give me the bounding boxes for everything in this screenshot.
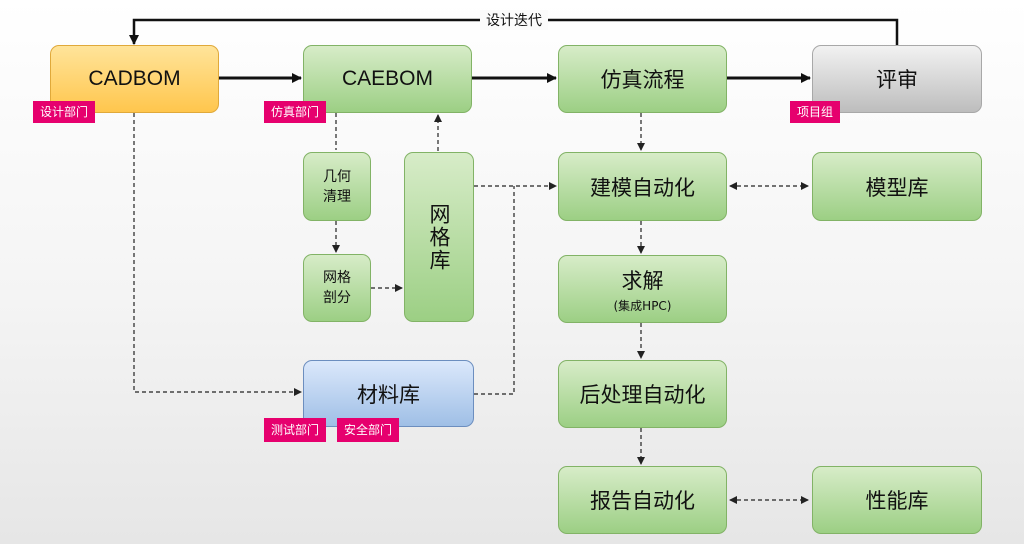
sim-dept-tag: 仿真部门 xyxy=(264,101,327,123)
review-node[interactable]: 评审 xyxy=(812,45,982,113)
solve-node[interactable]: 求解 (集成HPC) xyxy=(558,255,727,323)
mesh-library-node[interactable]: 网格库 xyxy=(404,152,474,322)
solve-label: 求解 xyxy=(621,268,664,293)
material-library-label: 材料库 xyxy=(357,382,420,407)
solve-sublabel: (集成HPC) xyxy=(613,298,672,313)
mesh-library-label: 网格库 xyxy=(427,202,451,272)
edge-material-modeling xyxy=(474,186,515,395)
geometry-cleanup-node[interactable]: 几何 清理 xyxy=(303,152,371,221)
sim-flow-node[interactable]: 仿真流程 xyxy=(558,45,727,113)
performance-library-label: 性能库 xyxy=(865,489,929,513)
review-label: 评审 xyxy=(876,68,918,92)
cadbom-label: CADBOM xyxy=(88,67,181,90)
edge-cadbom-material xyxy=(133,113,302,396)
report-automation-label: 报告自动化 xyxy=(590,489,695,513)
postprocess-automation-node[interactable]: 后处理自动化 xyxy=(558,360,727,428)
report-automation-node[interactable]: 报告自动化 xyxy=(558,466,727,534)
mesh-partition-node[interactable]: 网格 剖分 xyxy=(303,254,371,322)
design-iteration-label: 设计迭代 xyxy=(480,10,548,30)
caebom-label: CAEBOM xyxy=(341,67,433,90)
performance-library-node[interactable]: 性能库 xyxy=(812,466,982,534)
caebom-node[interactable]: CAEBOM xyxy=(303,45,472,113)
mesh-partition-label: 网格 剖分 xyxy=(323,270,351,306)
project-team-tag: 项目组 xyxy=(790,101,841,123)
sim-flow-label: 仿真流程 xyxy=(600,68,685,92)
model-library-node[interactable]: 模型库 xyxy=(812,152,982,221)
modeling-automation-node[interactable]: 建模自动化 xyxy=(558,152,727,221)
test-dept-tag: 测试部门 xyxy=(264,418,327,442)
geometry-cleanup-label: 几何 清理 xyxy=(323,168,351,205)
modeling-automation-label: 建模自动化 xyxy=(590,175,695,200)
postprocess-automation-label: 后处理自动化 xyxy=(579,383,706,407)
safety-dept-tag: 安全部门 xyxy=(337,418,400,442)
material-library-node[interactable]: 材料库 xyxy=(303,360,474,427)
cadbom-node[interactable]: CADBOM xyxy=(50,45,219,113)
design-dept-tag: 设计部门 xyxy=(33,101,96,123)
model-library-label: 模型库 xyxy=(865,175,929,200)
